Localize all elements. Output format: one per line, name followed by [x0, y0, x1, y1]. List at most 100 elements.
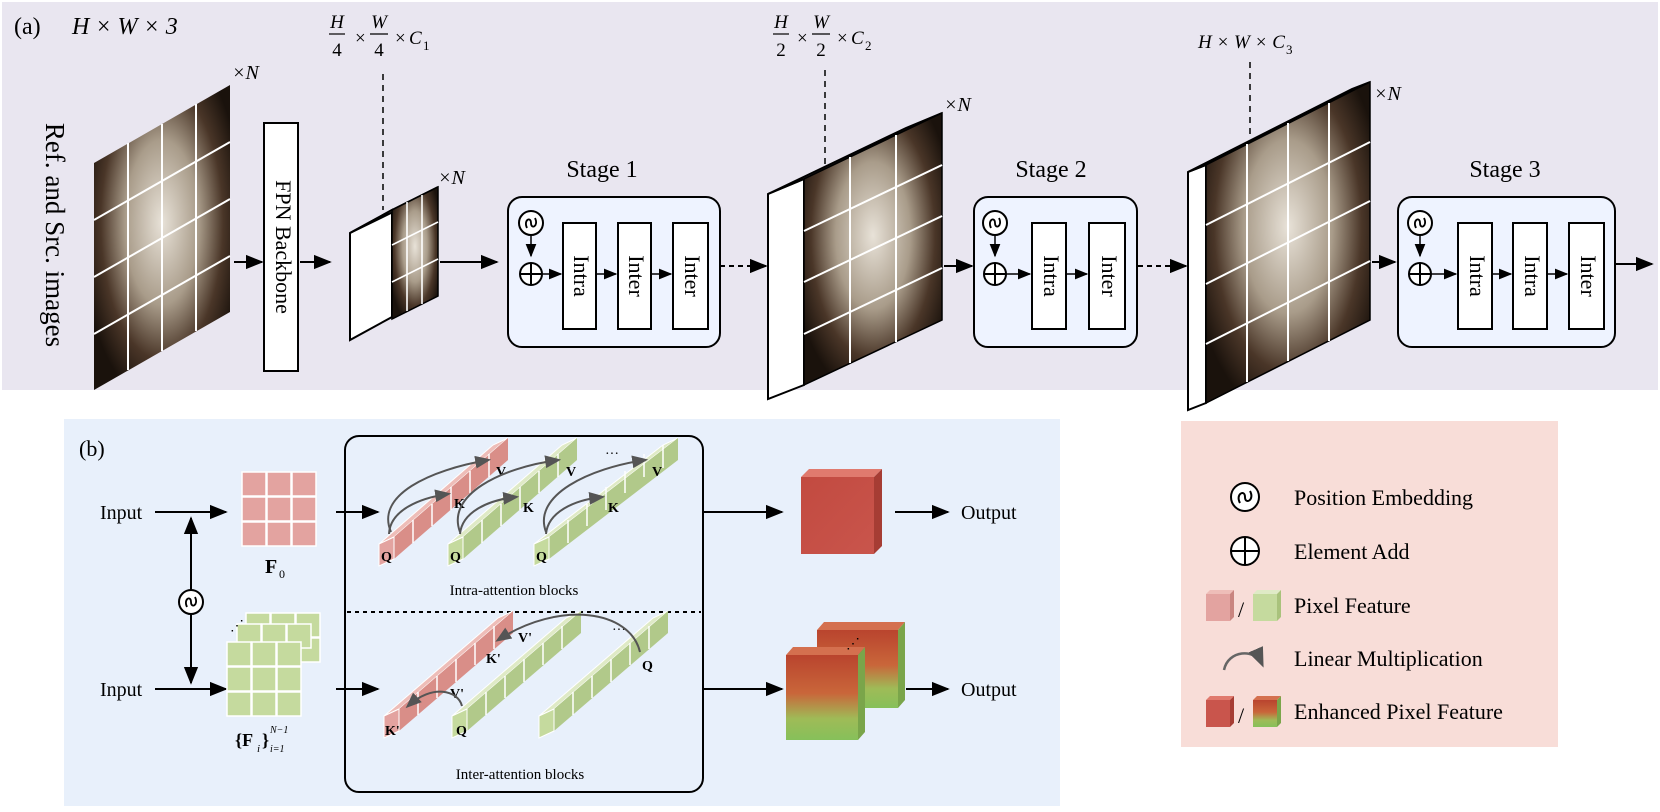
position-embedding-icon	[178, 589, 204, 615]
repeat-label-input: ×N	[232, 62, 260, 84]
svg-text:/: /	[1238, 703, 1245, 728]
token-q: Q	[456, 724, 467, 739]
token-v-prime: V'	[450, 687, 464, 702]
svg-text:W: W	[371, 12, 389, 33]
attention-blocks-container	[344, 435, 704, 793]
token-q: Q	[642, 659, 653, 674]
token-k-prime: K'	[486, 652, 501, 667]
position-embedding-icon	[1230, 482, 1260, 512]
legend-item-linear-multiplication: Linear Multiplication	[1222, 646, 1483, 671]
token-v-prime: V'	[518, 631, 532, 646]
token-q: Q	[450, 550, 461, 565]
svg-text:Enhanced Pixel Feature: Enhanced Pixel Feature	[1294, 699, 1503, 724]
svg-text:i: i	[257, 743, 260, 755]
inter-green-token-row-1	[451, 610, 582, 739]
token-q: Q	[536, 550, 547, 565]
intra-ellipsis: ···	[605, 447, 619, 462]
svg-text:Position Embedding: Position Embedding	[1294, 485, 1473, 510]
legend-item-position-embedding: Position Embedding	[1230, 482, 1473, 512]
svg-text:×: ×	[395, 28, 406, 49]
svg-text:W: W	[813, 12, 831, 33]
token-k-prime: K'	[385, 724, 400, 739]
svg-text:C: C	[851, 28, 864, 49]
svg-text:Pixel Feature: Pixel Feature	[1294, 593, 1411, 618]
svg-text:Inter: Inter	[680, 255, 705, 297]
output-stack-ellipsis: ⋰	[846, 637, 860, 652]
svg-text:H: H	[773, 12, 789, 33]
svg-text:Inter: Inter	[1097, 255, 1122, 297]
enhanced-output-top	[801, 469, 882, 554]
svg-text:Intra: Intra	[1465, 255, 1490, 297]
stage-2-title: Stage 2	[1015, 157, 1086, 183]
svg-text:{F: {F	[235, 730, 253, 750]
legend-item-enhanced-pixel-feature: / Enhanced Pixel Feature	[1206, 696, 1503, 728]
token-q: Q	[381, 550, 392, 565]
panel-b-background	[64, 419, 1060, 806]
svg-text:Intra: Intra	[569, 255, 594, 297]
input-top-label: Input	[100, 502, 143, 524]
svg-text:2: 2	[816, 40, 826, 61]
side-label-images: Ref. and Src. images	[40, 123, 70, 347]
stage-1: Stage 1 Intra Inter Inter	[507, 157, 721, 348]
enhanced-output-bottom	[786, 622, 905, 740]
svg-text:3: 3	[1286, 42, 1293, 57]
stage-3: Stage 3 Intra Intra Inter	[1397, 157, 1616, 348]
linear-multiplication-icon	[387, 455, 649, 535]
linear-multiplication-icon	[1222, 646, 1264, 671]
f0-label: F 0	[265, 556, 285, 581]
fi-feature-grids	[226, 612, 321, 717]
repeat-label-c2: ×N	[944, 94, 972, 116]
feature-map-c1	[349, 185, 439, 342]
panel-a-label: (a)	[14, 14, 41, 40]
svg-text:Linear Multiplication: Linear Multiplication	[1294, 646, 1483, 671]
inter-caption: Inter-attention blocks	[456, 767, 585, 783]
svg-text:×: ×	[797, 28, 808, 49]
svg-text:0: 0	[279, 567, 285, 581]
svg-text:Element Add: Element Add	[1294, 539, 1409, 564]
svg-text:4: 4	[374, 40, 384, 61]
svg-text:1: 1	[423, 38, 430, 53]
svg-text:Intra: Intra	[1520, 255, 1545, 297]
legend-item-pixel-feature: / Pixel Feature	[1206, 590, 1411, 622]
fpn-backbone-label: FPN Backbone	[271, 180, 296, 314]
inter-green-token-row-2	[538, 610, 669, 739]
svg-text:×: ×	[355, 28, 366, 49]
enhanced-pixel-feature-icon	[1206, 696, 1281, 727]
token-k: K	[608, 501, 619, 516]
svg-text:/: /	[1238, 597, 1245, 622]
output-bottom-label: Output	[961, 679, 1017, 701]
svg-text:i=1: i=1	[270, 744, 285, 755]
panel-b-label: (b)	[79, 436, 105, 461]
token-v: V	[496, 465, 506, 480]
stage-2: Stage 2 Intra Inter	[973, 157, 1138, 348]
legend-item-element-add: Element Add	[1230, 536, 1409, 566]
token-v: V	[566, 465, 576, 480]
input-bottom-label: Input	[100, 679, 143, 701]
token-v: V	[652, 465, 662, 480]
c3-dimension-label: H × W × C 3	[1197, 32, 1293, 57]
repeat-label-c3: ×N	[1374, 83, 1402, 105]
svg-text:Inter: Inter	[624, 255, 649, 297]
svg-text:2: 2	[776, 40, 786, 61]
fi-label: {F i } i=1 N−1	[235, 725, 288, 755]
svg-text:×: ×	[837, 28, 848, 49]
element-add-icon	[1230, 536, 1260, 566]
svg-text:Inter: Inter	[1576, 255, 1601, 297]
pixel-feature-icon	[1206, 590, 1281, 621]
feature-map-c2	[767, 111, 943, 401]
fi-stack-ellipsis: ⋰	[230, 619, 244, 634]
c2-dimension-label: H 2 × W 2 × C 2	[773, 12, 872, 61]
feature-map-c3	[1187, 80, 1371, 412]
svg-text:N−1: N−1	[269, 725, 288, 736]
svg-text:Intra: Intra	[1039, 255, 1064, 297]
svg-text:2: 2	[865, 38, 872, 53]
token-k: K	[454, 497, 465, 512]
svg-text:C: C	[409, 28, 422, 49]
svg-text:4: 4	[332, 40, 342, 61]
linear-multiplication-icon	[405, 613, 641, 709]
stage-3-title: Stage 3	[1469, 157, 1540, 183]
svg-text:}: }	[262, 730, 269, 750]
intra-caption: Intra-attention blocks	[450, 583, 579, 599]
token-k: K	[523, 501, 534, 516]
